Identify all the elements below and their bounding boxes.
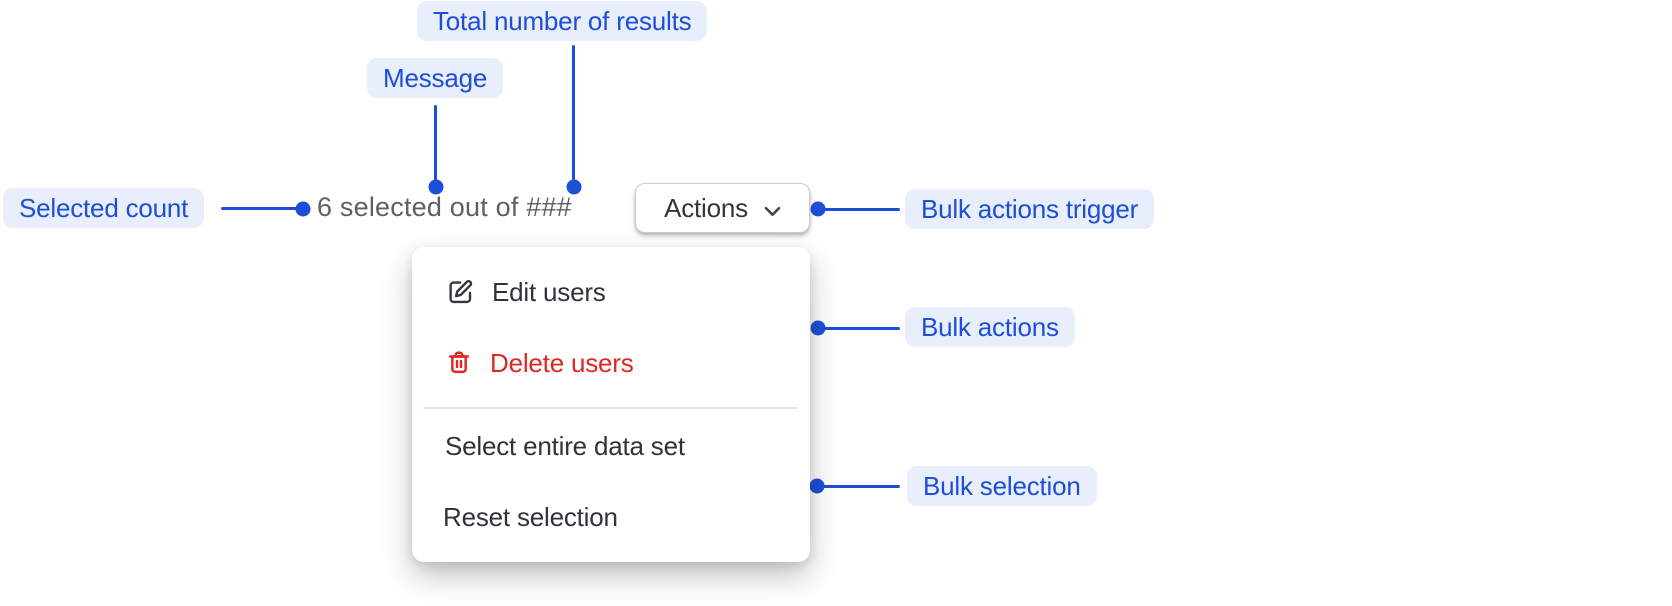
connector-line-bulk-selection xyxy=(821,485,900,488)
bulk-actions-trigger-button[interactable]: Actions xyxy=(635,183,810,233)
menu-item-label: Edit users xyxy=(492,276,606,307)
menu-item-select-entire-data-set[interactable]: Select entire data set xyxy=(445,429,685,463)
annotation-total-results: Total number of results xyxy=(417,1,708,41)
connector-dot-bulk-actions xyxy=(810,320,826,336)
menu-item-label: Delete users xyxy=(490,347,634,378)
selected-count-message: 6 selected out of ### xyxy=(317,192,572,222)
connector-line-bulk-actions xyxy=(822,327,900,330)
menu-item-label: Reset selection xyxy=(443,501,618,532)
connector-dot-total-results xyxy=(566,179,582,195)
annotation-bulk-actions-trigger: Bulk actions trigger xyxy=(905,189,1155,229)
menu-divider xyxy=(423,407,798,409)
connector-dot-bulk-selection xyxy=(809,478,825,494)
chevron-down-icon xyxy=(764,193,781,224)
menu-item-label: Select entire data set xyxy=(445,430,685,461)
connector-dot-selected-count xyxy=(295,201,311,217)
menu-item-reset-selection[interactable]: Reset selection xyxy=(443,500,618,534)
annotation-selected-count: Selected count xyxy=(3,188,205,228)
menu-item-delete-users[interactable]: Delete users xyxy=(445,346,634,380)
connector-line-message xyxy=(434,105,437,181)
annotation-message: Message xyxy=(367,58,504,98)
connector-line-bulk-actions-trigger xyxy=(822,208,900,211)
edit-icon xyxy=(445,277,475,307)
menu-item-edit-users[interactable]: Edit users xyxy=(445,275,606,309)
trash-icon xyxy=(445,348,473,378)
annotation-bulk-actions: Bulk actions xyxy=(905,307,1075,347)
connector-line-selected-count xyxy=(221,207,297,210)
connector-line-total-results xyxy=(572,45,575,180)
connector-dot-bulk-actions-trigger xyxy=(810,201,826,217)
annotation-bulk-selection: Bulk selection xyxy=(907,466,1097,506)
bulk-actions-menu: Edit users Delete users Select entire da… xyxy=(412,247,810,562)
actions-button-label: Actions xyxy=(664,192,748,223)
connector-dot-message xyxy=(428,179,444,195)
